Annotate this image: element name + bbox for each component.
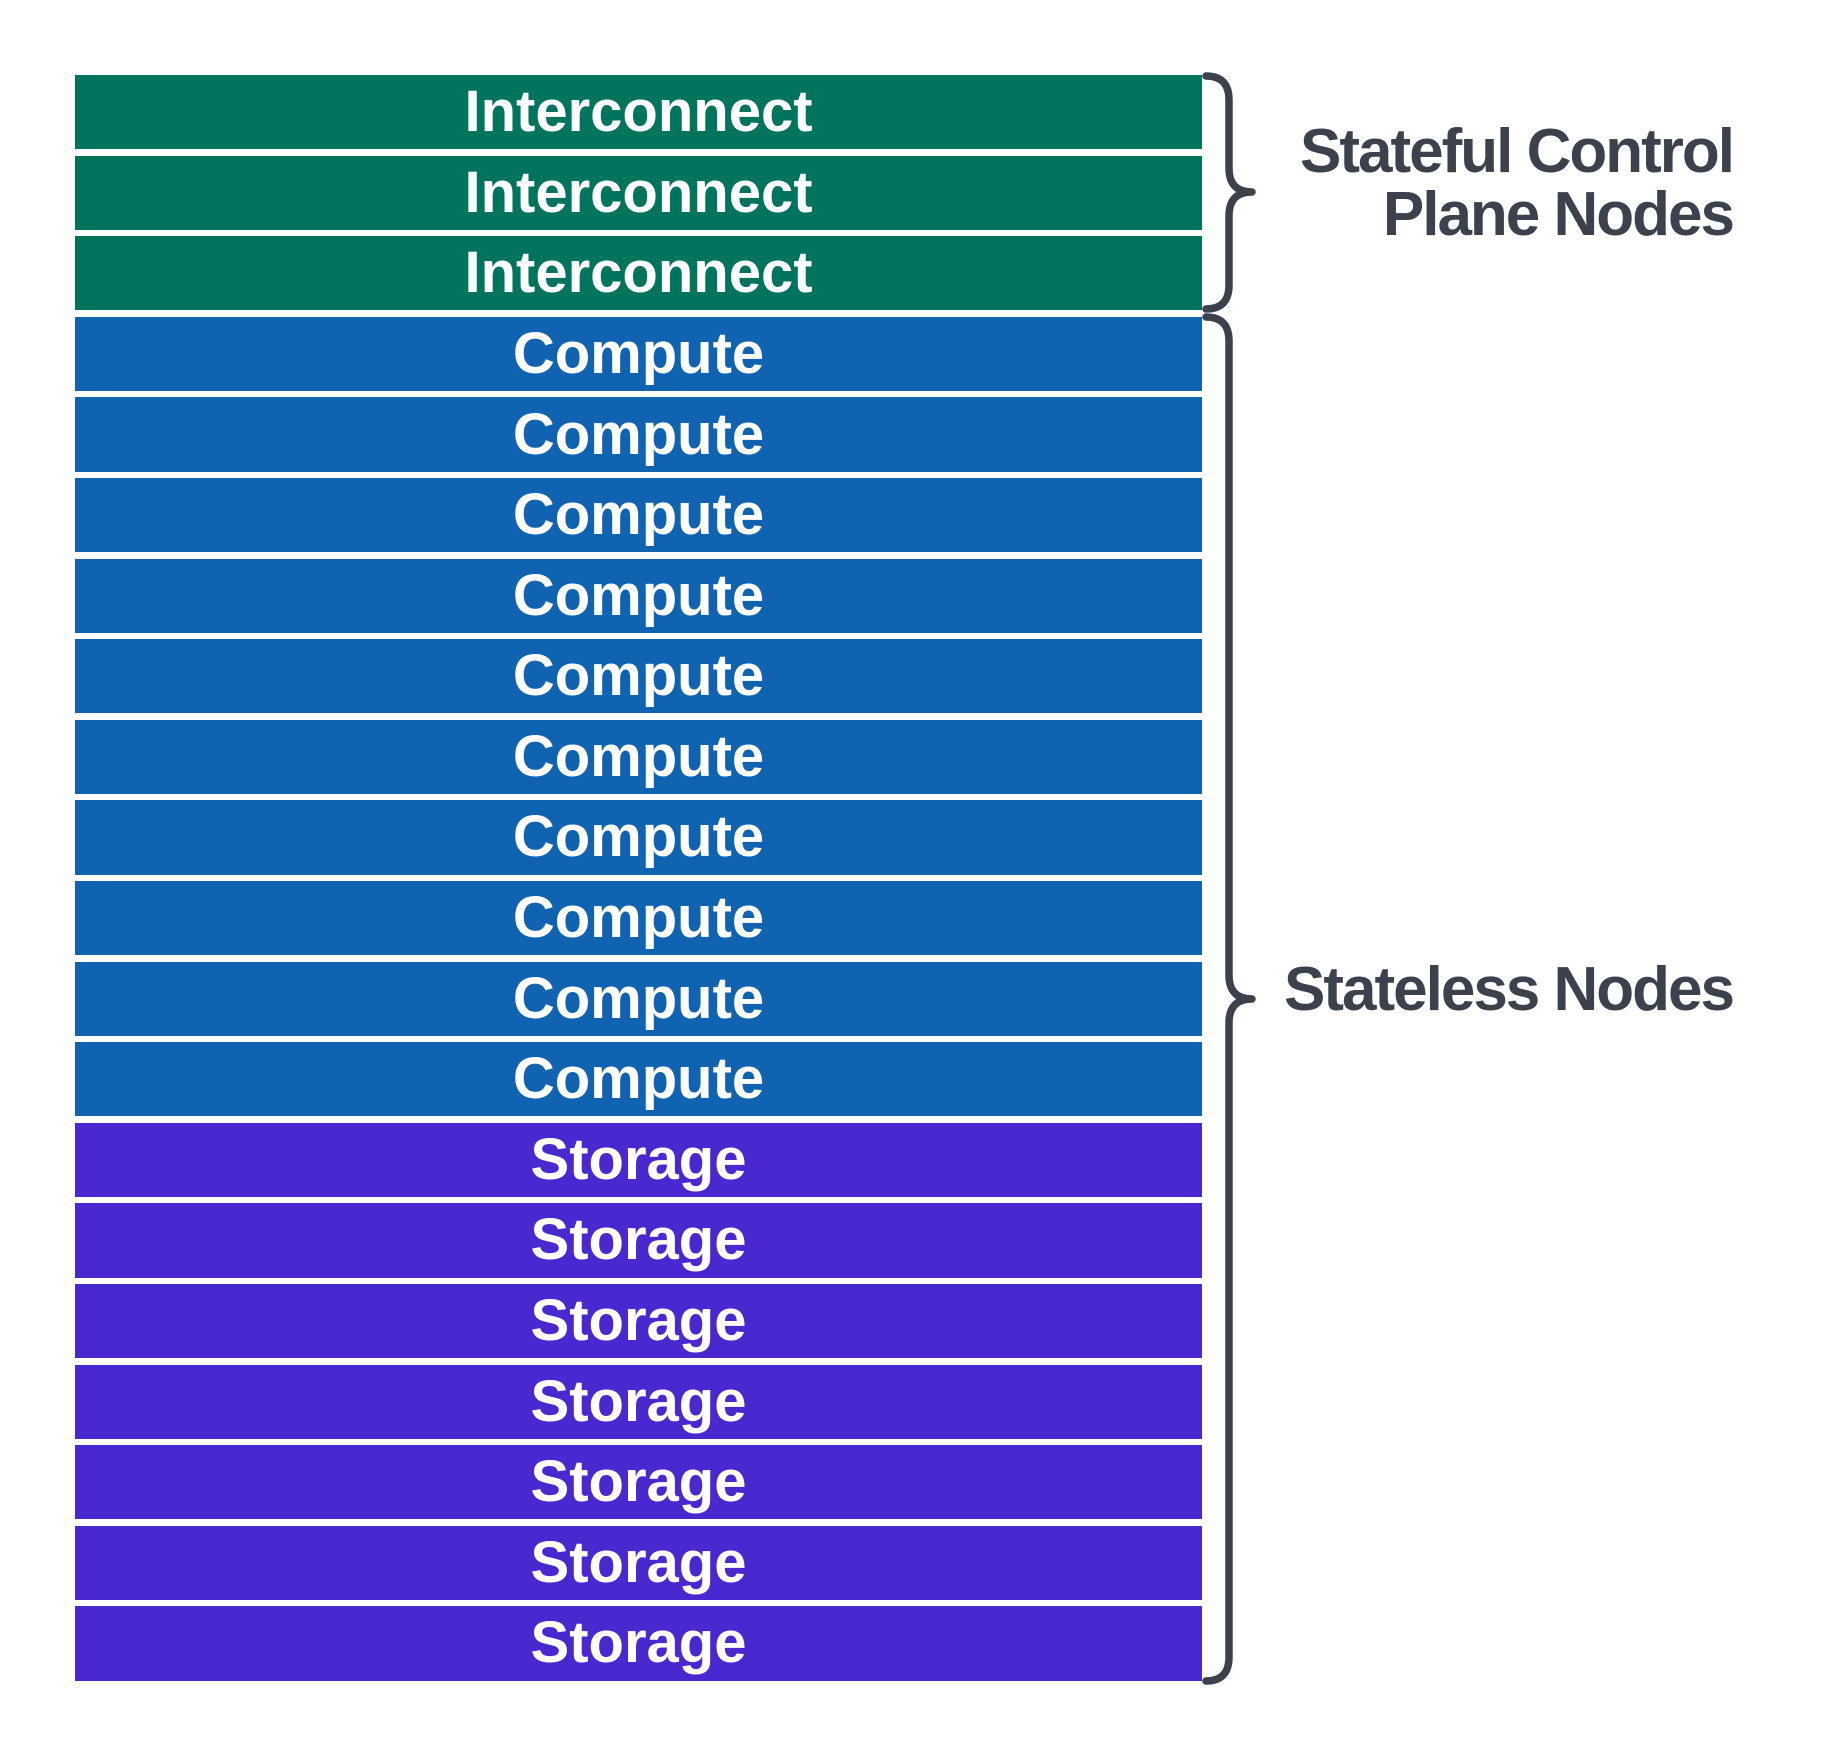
node-bar-storage: Storage xyxy=(75,1364,1202,1439)
node-bar-interconnect: Interconnect xyxy=(75,236,1202,311)
node-bar-label: Storage xyxy=(530,1449,747,1515)
node-bar-label: Interconnect xyxy=(464,79,813,145)
label-line-2: Plane Nodes xyxy=(1382,180,1735,249)
label-line-1: Stateful Control xyxy=(1300,117,1735,186)
node-bar-label: Storage xyxy=(530,1288,747,1354)
node-bar-compute: Compute xyxy=(75,1042,1202,1117)
node-bar-label: Compute xyxy=(512,562,765,628)
node-bar-label: Compute xyxy=(512,320,765,386)
node-bar-label: Compute xyxy=(512,1046,765,1112)
node-bar-label: Storage xyxy=(530,1529,747,1595)
node-bar-label: Compute xyxy=(512,965,765,1031)
node-bar-compute: Compute xyxy=(75,719,1202,795)
node-bar-compute: Compute xyxy=(75,558,1202,633)
node-bar-label: Compute xyxy=(512,885,765,951)
node-bar-compute: Compute xyxy=(75,880,1202,956)
node-bar-label: Compute xyxy=(512,804,765,870)
node-bar-compute: Compute xyxy=(75,477,1202,553)
node-bar-label: Storage xyxy=(530,1207,747,1273)
node-bar-compute: Compute xyxy=(75,800,1202,875)
node-bar-label: Storage xyxy=(530,1126,747,1192)
brace-stateless-group xyxy=(1202,313,1256,1685)
node-bar-label: Compute xyxy=(512,482,765,548)
label-stateful-control-plane-nodes: Stateful Control Plane Nodes xyxy=(1300,117,1735,249)
brace-stateful-group xyxy=(1202,72,1256,313)
label-stateless-nodes: Stateless Nodes xyxy=(1284,955,1735,1024)
node-bar-storage: Storage xyxy=(75,1283,1202,1359)
node-bar-label: Interconnect xyxy=(464,240,813,306)
node-bar-label: Compute xyxy=(512,643,765,709)
node-bar-compute: Compute xyxy=(75,961,1202,1036)
node-bar-compute: Compute xyxy=(75,639,1202,714)
node-bar-label: Storage xyxy=(530,1368,747,1434)
node-bar-label: Storage xyxy=(530,1610,747,1676)
node-bar-interconnect: Interconnect xyxy=(75,75,1202,150)
node-bar-label: Compute xyxy=(512,723,765,789)
node-bar-storage: Storage xyxy=(75,1445,1202,1520)
node-bar-label: Compute xyxy=(512,401,765,467)
node-bar-storage: Storage xyxy=(75,1525,1202,1600)
node-bar-compute: Compute xyxy=(75,316,1202,392)
node-bar-interconnect: Interconnect xyxy=(75,155,1202,230)
node-bar-storage: Storage xyxy=(75,1203,1202,1278)
node-bar-compute: Compute xyxy=(75,397,1202,472)
node-bar-label: Interconnect xyxy=(464,159,813,225)
node-bar-storage: Storage xyxy=(75,1606,1202,1681)
node-bar-storage: Storage xyxy=(75,1122,1202,1198)
